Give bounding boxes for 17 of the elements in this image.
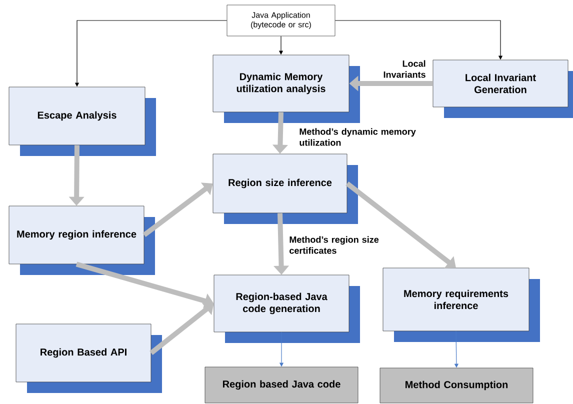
edge-label: Method’s region size certificates xyxy=(290,236,379,254)
process-box: Escape Analysis xyxy=(8,86,156,156)
process-box: Region size inference xyxy=(212,154,358,224)
edge-label: Local Invariants xyxy=(384,60,426,78)
process-box: Region-based Java code generation xyxy=(214,274,360,343)
input-box: Java Application (bytecode or src) xyxy=(226,4,336,36)
output-box: Region based Java code xyxy=(204,366,358,404)
output-box: Method Consumption xyxy=(380,368,534,404)
arrow xyxy=(346,182,456,268)
process-box: Memory requirements inference xyxy=(382,268,540,342)
arrow xyxy=(150,302,214,355)
process-box: Local Invariant Generation xyxy=(432,60,573,118)
edge-label: Method’s dynamic memory utilization xyxy=(300,128,416,146)
process-box: Dynamic Memory utilization analysis xyxy=(212,54,360,123)
arrow xyxy=(142,182,213,237)
process-box: Memory region inference xyxy=(8,206,155,275)
process-box: Region Based API xyxy=(16,324,162,393)
